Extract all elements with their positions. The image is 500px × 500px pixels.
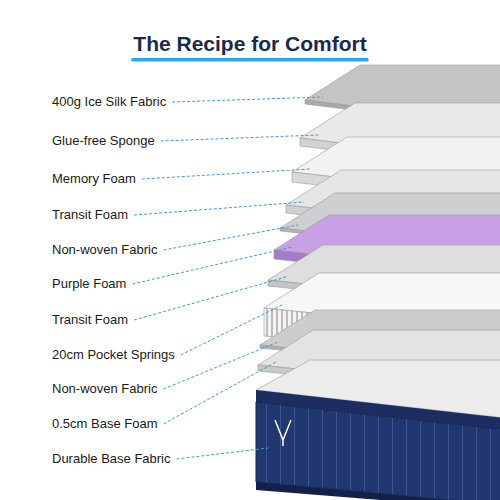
leader-line bbox=[134, 202, 304, 215]
layer-stack bbox=[258, 65, 500, 396]
brand-logo bbox=[275, 420, 291, 446]
mattress-base bbox=[256, 360, 500, 500]
mattress-front bbox=[256, 402, 500, 500]
leader-line bbox=[134, 277, 286, 320]
layer-label: 400g Ice Silk Fabric bbox=[52, 94, 166, 110]
layer-label: Transit Foam bbox=[52, 312, 128, 328]
leader-line bbox=[142, 169, 310, 179]
layer-label: Glue-free Sponge bbox=[52, 133, 155, 149]
mattress-bottom bbox=[256, 482, 500, 500]
layer-label: Transit Foam bbox=[52, 207, 128, 223]
leader-line bbox=[164, 362, 277, 424]
layer-label: 20cm Pocket Springs bbox=[52, 347, 175, 363]
layer-label: Non-woven Fabric bbox=[52, 242, 158, 258]
layer-label: Non-woven Fabric bbox=[52, 381, 158, 397]
leader-line bbox=[181, 305, 282, 355]
leader-line bbox=[177, 448, 269, 459]
leader-line bbox=[172, 97, 323, 102]
leader-line bbox=[164, 225, 299, 250]
leader-line bbox=[161, 135, 318, 141]
leader-line bbox=[164, 342, 279, 389]
layer-label: Memory Foam bbox=[52, 171, 136, 187]
layer-label: 0.5cm Base Foam bbox=[52, 416, 158, 432]
title-underline bbox=[131, 58, 368, 62]
title: The Recipe for Comfort bbox=[133, 32, 366, 56]
layer-label: Durable Base Fabric bbox=[52, 451, 171, 467]
layer-label: Purple Foam bbox=[52, 276, 126, 292]
